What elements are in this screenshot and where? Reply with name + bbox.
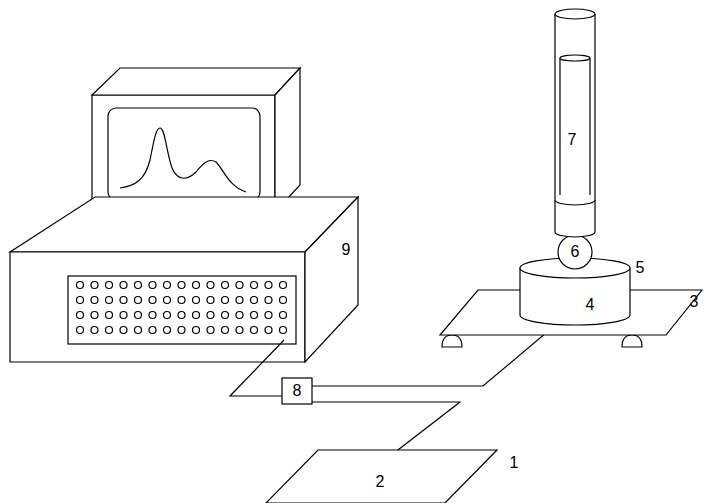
vent-holes-part [207,297,214,304]
vent-holes-part [135,297,142,304]
platform-part [442,335,462,347]
vent-holes-part [91,312,98,319]
vent-holes-part [164,327,171,334]
vent-holes-part [207,282,214,289]
vent-holes-part [106,297,113,304]
computer-case-part [68,276,296,344]
computer-case [10,197,358,362]
computer-case-part [10,252,305,362]
wires [230,316,566,470]
vent-holes-part [207,312,214,319]
monitor-part [92,68,300,95]
vent-holes-part [91,297,98,304]
vent-holes-part [193,327,200,334]
drop-tube-part [560,58,590,195]
vent-holes-part [280,327,287,334]
vent-holes-part [280,282,287,289]
vent-holes-part [106,327,113,334]
callout-number: 3 [690,294,699,310]
vent-holes [77,282,287,334]
vent-holes-part [149,282,156,289]
vent-holes-part [106,312,113,319]
vent-holes-part [178,297,185,304]
monitor-part [120,128,246,192]
vent-holes-part [236,297,243,304]
vent-holes-part [236,312,243,319]
vent-holes-part [91,327,98,334]
vent-holes-part [135,327,142,334]
computer-case-part [305,197,358,362]
vent-holes-part [251,282,258,289]
vent-holes-part [178,327,185,334]
vent-holes-part [135,282,142,289]
vent-holes-part [236,282,243,289]
drop-tube-part [560,55,590,61]
vent-holes-part [251,312,258,319]
vent-holes-part [193,282,200,289]
callout-number: 8 [293,383,302,399]
vent-holes-part [120,297,127,304]
vent-holes-part [120,282,127,289]
vent-holes-part [222,282,229,289]
drop-tube-part [555,200,595,205]
vent-holes-part [77,327,84,334]
vent-holes-part [178,312,185,319]
vent-holes-part [251,297,258,304]
plate [266,450,497,503]
monitor-part [275,68,300,212]
monitor-part [108,108,260,200]
computer-case-part [10,197,358,252]
callout-number: 9 [342,242,351,258]
vent-holes-part [135,312,142,319]
callout-number: 1 [510,455,519,471]
vent-holes-part [251,327,258,334]
vent-holes-part [236,327,243,334]
callout-number: 4 [586,297,595,313]
vent-holes-part [193,312,200,319]
wires-part [230,340,284,396]
plate-part [266,450,497,503]
callout-number: 7 [568,132,577,148]
vent-holes-part [149,327,156,334]
vent-holes-part [265,327,272,334]
vent-holes-part [120,327,127,334]
vent-holes-part [120,312,127,319]
vent-holes-part [77,312,84,319]
vent-holes-part [178,282,185,289]
vent-holes-part [265,312,272,319]
vent-holes-part [164,282,171,289]
platform-part [622,335,642,347]
vent-holes-part [149,297,156,304]
vent-holes-part [222,312,229,319]
drop-tube-part [555,9,595,19]
vent-holes-part [149,312,156,319]
vent-holes-part [265,282,272,289]
callout-number: 6 [571,244,580,260]
monitor [92,68,300,212]
drop-tube-part [555,14,595,237]
vent-holes-part [164,297,171,304]
monitor-part [92,95,275,212]
callout-number: 5 [636,260,645,276]
vent-holes-part [77,282,84,289]
vent-holes-part [222,297,229,304]
wires-part [282,378,312,404]
vent-holes-part [91,282,98,289]
vent-holes-part [265,297,272,304]
vent-holes-part [106,282,113,289]
vent-holes-part [280,297,287,304]
vent-holes-part [207,327,214,334]
vent-holes-part [164,312,171,319]
callout-number: 2 [376,474,385,490]
vent-holes-part [222,327,229,334]
vent-holes-part [77,297,84,304]
vent-holes-part [193,297,200,304]
ball-part [558,235,592,269]
ball [558,235,592,269]
drop-tube [555,9,595,237]
vent-holes-part [280,312,287,319]
